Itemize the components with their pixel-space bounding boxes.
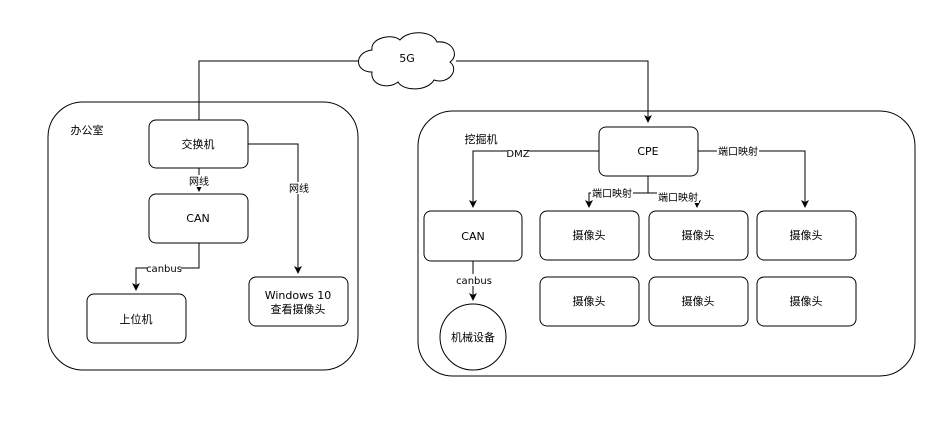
camera-node-6[interactable] [756, 276, 857, 327]
camera-node-5[interactable] [648, 276, 749, 327]
edge-label-port-map-3: 端口映射 [718, 145, 758, 158]
edge-label-switch-windows: 网线 [289, 182, 309, 195]
camera-label-1: 摄像头 [573, 228, 606, 242]
excavator-machine-label: 机械设备 [451, 330, 495, 344]
edge-label-can-host: canbus [146, 264, 182, 275]
office-host-label: 上位机 [120, 312, 153, 326]
edge-label-port-map-2: 端口映射 [658, 191, 698, 204]
office-title: 办公室 [71, 123, 104, 137]
camera-label-6: 摄像头 [790, 294, 823, 308]
camera-node-3[interactable] [756, 210, 857, 261]
camera-label-3: 摄像头 [790, 228, 823, 242]
excavator-can-node[interactable] [423, 210, 523, 262]
office-can-node[interactable] [148, 193, 249, 244]
excavator-title: 挖掘机 [465, 132, 498, 146]
camera-label-2: 摄像头 [682, 228, 715, 242]
camera-node-2[interactable] [648, 210, 749, 261]
excavator-cpe-node[interactable] [598, 126, 699, 177]
edge-label-port-map-1: 端口映射 [592, 187, 632, 200]
edge-switch-windows [248, 143, 302, 274]
edge-cloud-switch [198, 60, 360, 120]
edge-cloud-cpe [456, 60, 652, 123]
edge-label-cpe-can: DMZ [506, 149, 529, 160]
edge-label-can-machine: canbus [456, 276, 492, 287]
office-windows-label-line2: 查看摄像头 [271, 302, 326, 316]
camera-label-5: 摄像头 [682, 294, 715, 308]
office-host-node[interactable] [86, 293, 187, 344]
camera-node-4[interactable] [539, 276, 640, 327]
camera-label-4: 摄像头 [573, 294, 606, 308]
office-can-label: CAN [186, 212, 209, 225]
edge-label-switch-can: 网线 [189, 175, 209, 188]
excavator-can-label: CAN [461, 230, 484, 243]
office-windows-label-line1: Windows 10 [265, 289, 332, 302]
excavator-machine-node[interactable] [439, 303, 507, 371]
edge-cpe-can [469, 150, 599, 208]
cloud-5g-shape [358, 32, 455, 90]
office-windows-node[interactable] [248, 276, 349, 327]
office-switch-label: 交换机 [182, 137, 215, 151]
cloud-5g-label: 5G [399, 52, 415, 65]
camera-node-1[interactable] [539, 210, 640, 261]
excavator-cpe-label: CPE [637, 145, 658, 158]
office-switch-node[interactable] [148, 119, 249, 169]
